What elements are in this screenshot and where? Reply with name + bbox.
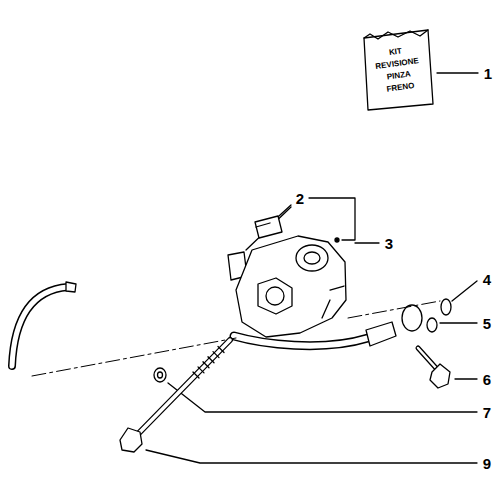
leader-line xyxy=(440,322,477,323)
bolt-shaft xyxy=(136,340,230,436)
hose-fitting xyxy=(366,322,396,346)
leader-line xyxy=(452,281,477,301)
washer-hole xyxy=(158,372,163,378)
pad-pin xyxy=(335,238,339,242)
banjo-fitting xyxy=(402,305,422,331)
bolt-head xyxy=(430,364,450,388)
thread-stroke xyxy=(193,372,199,378)
cylinder-bore xyxy=(304,252,320,264)
cable-inner xyxy=(12,287,68,366)
callout-number: 5 xyxy=(483,315,491,332)
leader-line xyxy=(437,72,478,73)
callout-number: 9 xyxy=(483,455,491,472)
leader-line xyxy=(168,383,477,412)
bolt-head xyxy=(120,428,142,452)
kit-bag xyxy=(364,30,433,110)
bolt-shaft xyxy=(418,348,436,368)
thread-stroke xyxy=(213,352,219,358)
leader-line xyxy=(355,242,379,243)
washer xyxy=(427,318,437,332)
thread-stroke xyxy=(208,357,214,363)
bolt-threads xyxy=(193,347,224,379)
thread-stroke xyxy=(218,347,224,353)
thread-stroke xyxy=(198,367,204,373)
pad-detail xyxy=(256,223,270,227)
thread-stroke xyxy=(203,362,209,368)
bolt-shaft-inner xyxy=(136,340,230,436)
brake-cable xyxy=(12,287,68,366)
callout-number: 2 xyxy=(296,190,304,207)
washer xyxy=(441,299,451,315)
callout-number: 1 xyxy=(484,65,492,82)
washer xyxy=(154,368,166,382)
piston-cap xyxy=(258,278,292,314)
bag-seal xyxy=(364,30,428,39)
caliper-detail xyxy=(322,286,344,318)
cable-end xyxy=(66,282,76,292)
callout-number: 7 xyxy=(483,404,491,421)
caliper-cylinder xyxy=(296,245,328,271)
callout-number: 3 xyxy=(385,235,393,252)
axis-line xyxy=(32,301,440,376)
piston xyxy=(266,287,284,305)
bolt-shaft-inner xyxy=(418,348,436,368)
bracket xyxy=(309,198,355,240)
brake-hose xyxy=(234,336,368,346)
leader-line xyxy=(146,450,477,463)
leader-line xyxy=(455,378,477,379)
callout-number: 6 xyxy=(483,371,491,388)
caliper-body xyxy=(236,236,346,337)
brake-pad xyxy=(255,216,282,238)
callout-number: 4 xyxy=(483,271,491,288)
hose-inner xyxy=(234,336,368,346)
kit-bag-text: KIT REVISIONE PINZA FRENO xyxy=(370,43,426,97)
